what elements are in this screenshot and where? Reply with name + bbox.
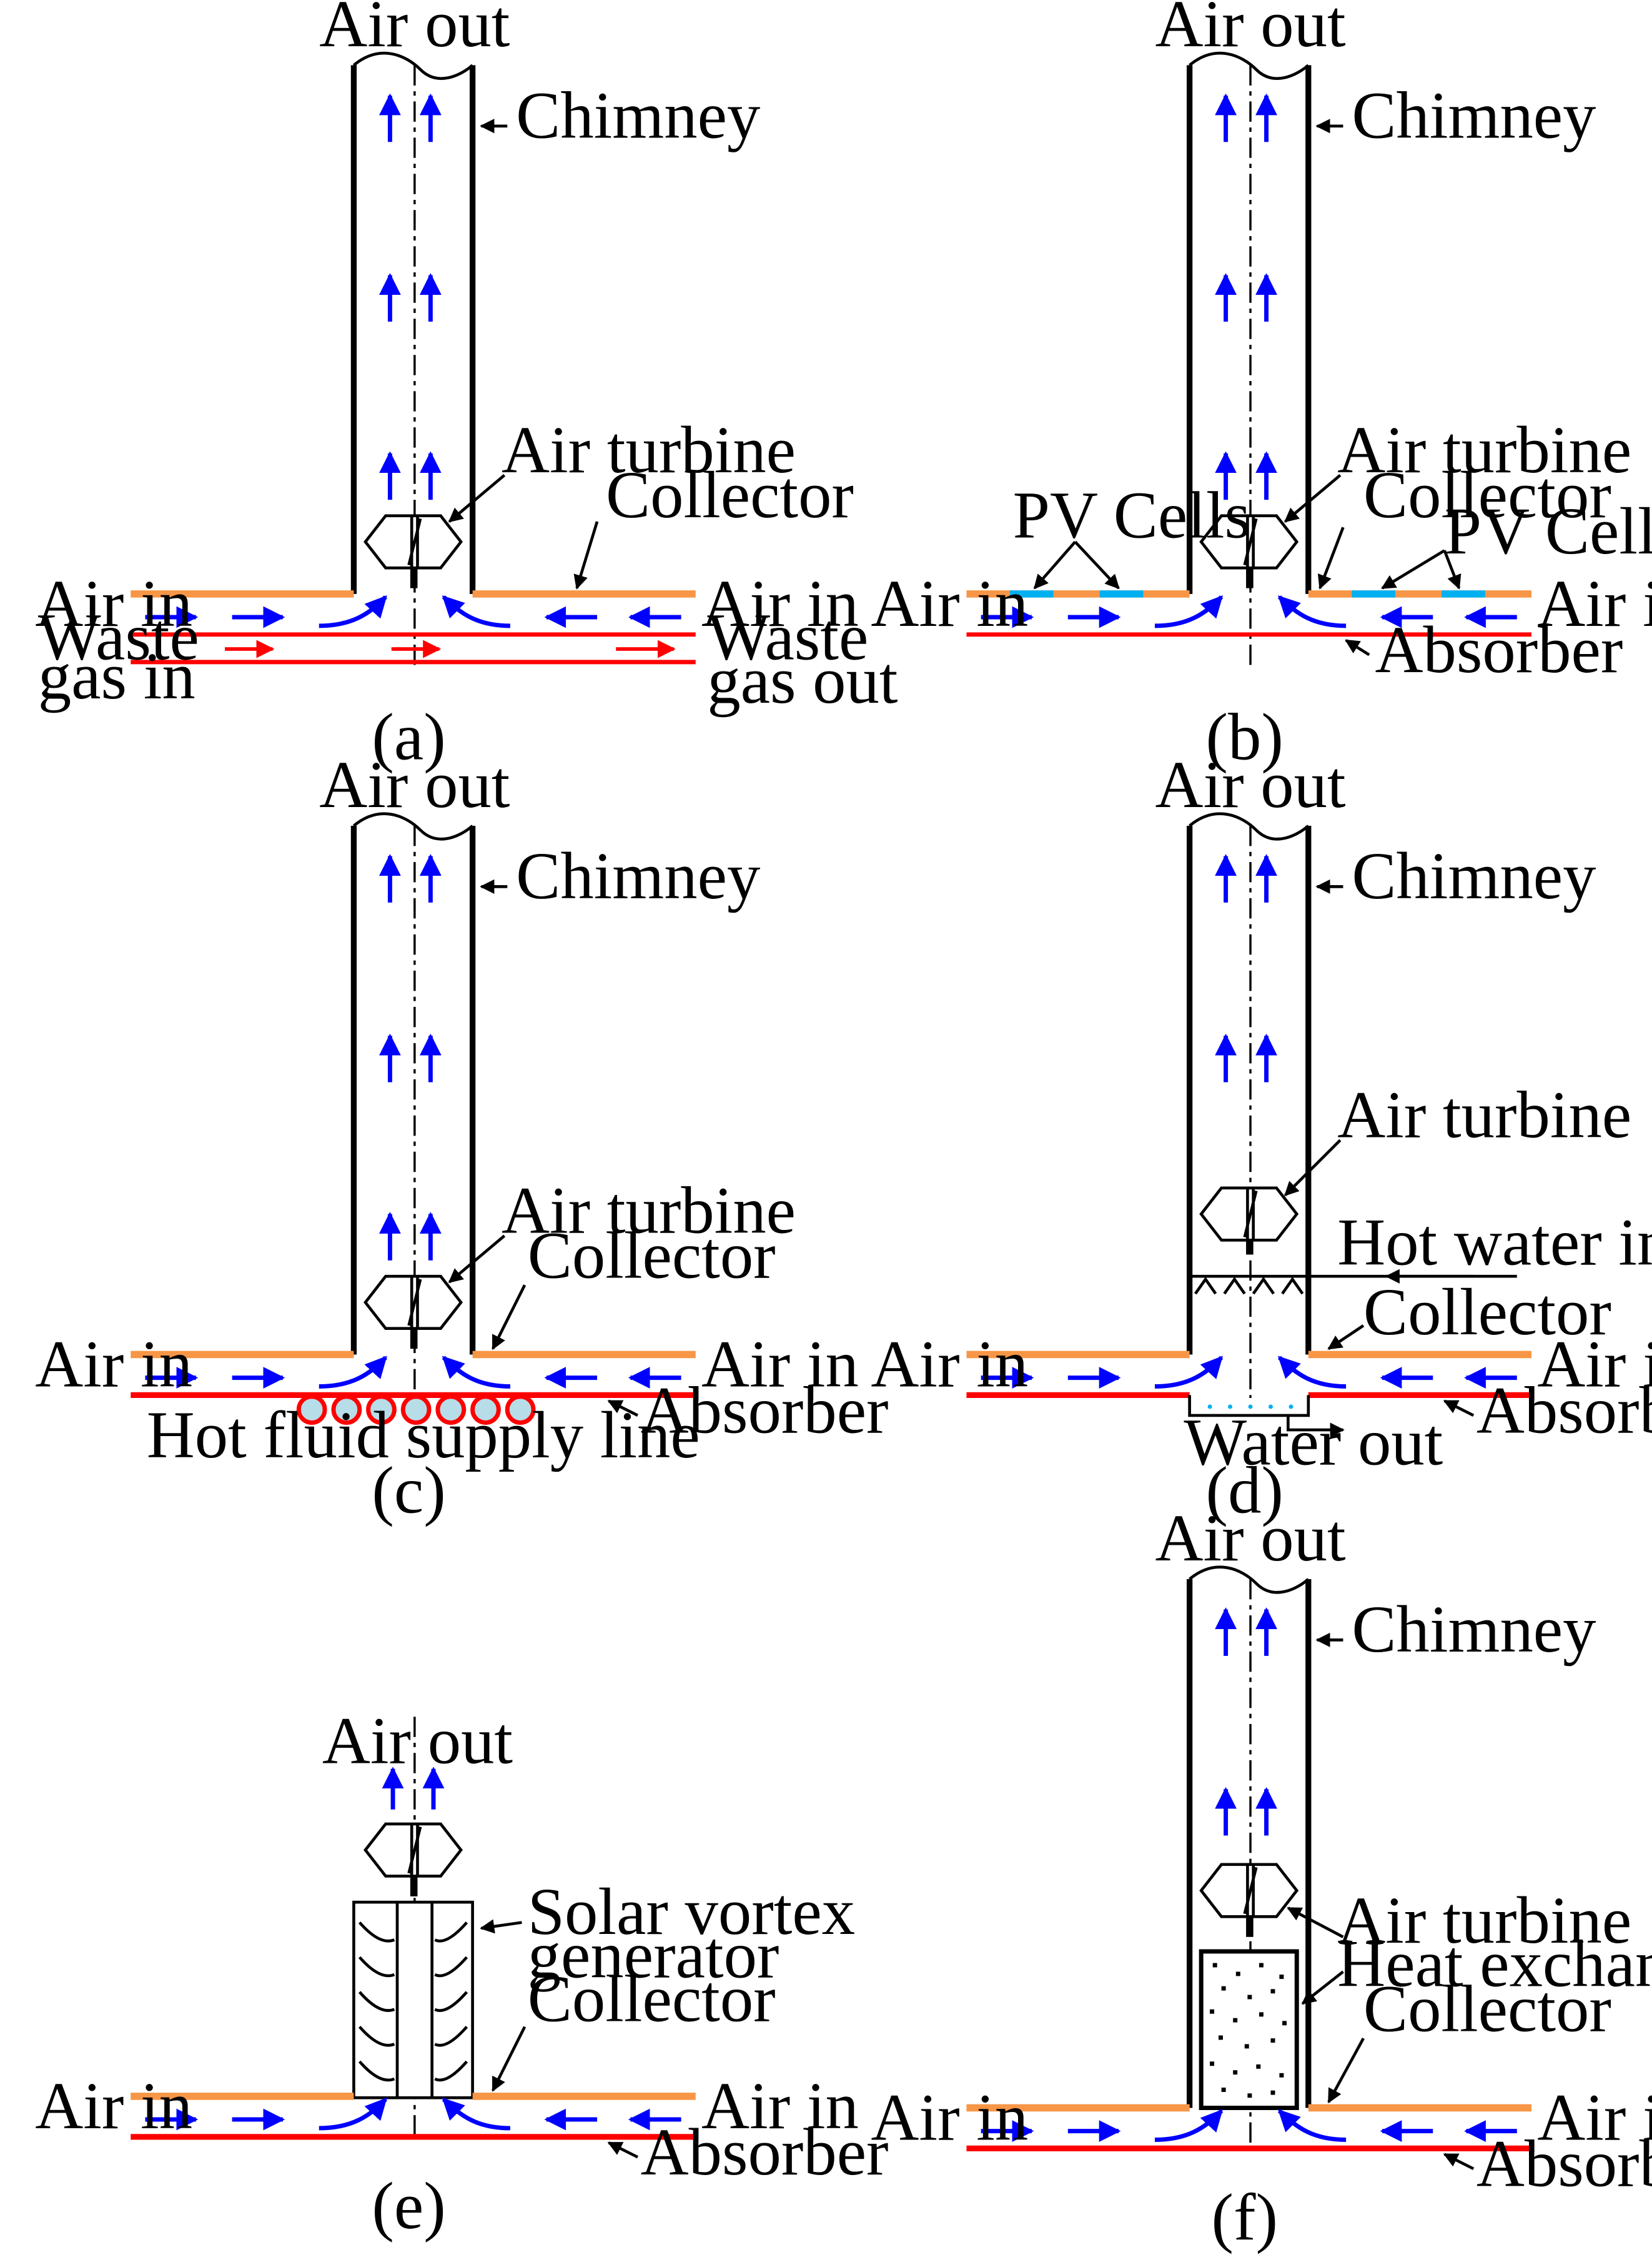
absorber-label: Absorber bbox=[1476, 1374, 1652, 1448]
air-in-right-label: Air in bbox=[701, 567, 859, 641]
panel-caption: (b) bbox=[1206, 700, 1284, 774]
panel-caption: (c) bbox=[372, 1454, 445, 1527]
air-in-left-label: Air in bbox=[871, 1328, 1028, 1402]
collector-label: Collector bbox=[528, 1962, 776, 2036]
absorber-label: Absorber bbox=[641, 2116, 889, 2189]
heat-exchanger-label: Heat exchanger bbox=[1337, 1928, 1652, 2001]
air-out-label: Air out bbox=[1155, 1502, 1346, 1575]
air-in-arrows bbox=[145, 1356, 681, 1389]
air-turbine-label: Air turbine bbox=[502, 414, 796, 487]
panel-b: Air out Chimney Air turbine Collector PV… bbox=[871, 0, 1652, 774]
air-in-left-label: Air in bbox=[871, 2081, 1028, 2155]
air-turbine bbox=[364, 1274, 463, 1349]
chimney bbox=[350, 51, 476, 670]
air-out-label: Air out bbox=[1155, 0, 1346, 61]
air-in-left-label: Air in bbox=[35, 1328, 192, 1402]
absorber-label: Absorber bbox=[641, 1374, 889, 1448]
panel-caption: (f) bbox=[1211, 2181, 1278, 2255]
chimney-label: Chimney bbox=[516, 840, 760, 913]
leaders bbox=[448, 119, 599, 590]
air-up-arrows bbox=[382, 1767, 445, 1810]
air-in-arrows bbox=[145, 2098, 681, 2131]
air-up-arrows bbox=[379, 854, 442, 1261]
leaders bbox=[1033, 119, 1462, 657]
hot-water-in-label: Hot water in bbox=[1337, 1206, 1652, 1280]
air-in-left-label: Air in bbox=[35, 567, 192, 641]
heat-exchanger bbox=[1199, 1949, 1299, 2110]
air-up-arrows bbox=[1215, 1607, 1277, 1836]
pv-cells-left-label: PV Cells bbox=[1013, 478, 1250, 552]
leaders bbox=[480, 1919, 639, 2159]
air-turbine-label: Air turbine bbox=[1337, 414, 1631, 487]
chimney bbox=[1186, 51, 1312, 670]
leaders bbox=[1284, 879, 1475, 1417]
air-up-arrows bbox=[1215, 854, 1277, 1083]
collector-label: Collector bbox=[1363, 1276, 1611, 1349]
chimney-label: Chimney bbox=[1352, 840, 1596, 913]
leaders bbox=[448, 879, 639, 1417]
air-in-right-label: Air in bbox=[1537, 1328, 1652, 1402]
air-turbine bbox=[1199, 1863, 1299, 1937]
air-turbine-label: Air turbine bbox=[1337, 1884, 1631, 1958]
panel-caption: (a) bbox=[372, 700, 445, 774]
collector-label: Collector bbox=[1363, 458, 1611, 532]
hot-fluid-tubes bbox=[296, 1394, 536, 1425]
air-turbine bbox=[1199, 1186, 1299, 1255]
air-in-arrows bbox=[981, 1356, 1517, 1389]
air-up-arrows bbox=[379, 93, 442, 500]
air-out-label: Air out bbox=[319, 748, 510, 822]
air-turbine bbox=[364, 514, 463, 588]
air-in-arrows bbox=[145, 595, 681, 628]
panel-caption: (e) bbox=[372, 2169, 445, 2243]
air-out-label: Air out bbox=[322, 1705, 513, 1778]
chimney-label: Chimney bbox=[1352, 1593, 1596, 1667]
panel-f: Air out Chimney Air turbine Heat exchang… bbox=[871, 1502, 1652, 2255]
chimney-label: Chimney bbox=[516, 79, 760, 152]
air-in-right-label: Air in bbox=[701, 2069, 859, 2143]
panel-c: Air out Chimney Air turbine Collector Ai… bbox=[35, 748, 888, 1527]
panel-caption: (d) bbox=[1206, 1454, 1284, 1527]
air-in-arrows bbox=[981, 595, 1517, 628]
air-up-arrows bbox=[1215, 93, 1277, 500]
air-in-right-label: Air in bbox=[701, 1328, 859, 1402]
chimney-label: Chimney bbox=[1352, 79, 1596, 152]
collector-label: Collector bbox=[606, 458, 854, 532]
air-out-label: Air out bbox=[1155, 748, 1346, 822]
air-in-arrows bbox=[981, 2109, 1517, 2142]
air-turbine-label: Air turbine bbox=[502, 1174, 796, 1248]
solar-vortex-generator bbox=[352, 1900, 474, 2099]
air-in-right-label: Air in bbox=[1537, 2081, 1652, 2155]
panel-a: Air out Chimney Air turbine Collector Ai… bbox=[35, 0, 898, 774]
panel-d: Air out Chimney Air turbine Hot water in… bbox=[871, 748, 1652, 1527]
collector-label: Collector bbox=[1363, 1973, 1611, 2046]
air-in-left-label: Air in bbox=[871, 567, 1028, 641]
water-out-label: Water out bbox=[1184, 1406, 1443, 1480]
collector-label: Collector bbox=[528, 1219, 776, 1293]
air-turbine bbox=[364, 1822, 463, 1896]
air-out-label: Air out bbox=[319, 0, 510, 61]
air-in-left-label: Air in bbox=[35, 2069, 192, 2143]
leaders bbox=[1287, 1632, 1475, 2170]
air-in-right-label: Air in bbox=[1537, 567, 1652, 641]
air-turbine-label: Air turbine bbox=[1337, 1079, 1631, 1152]
pv-cells-right-label: PV Cells bbox=[1445, 495, 1652, 568]
absorber-label: Absorber bbox=[1476, 2128, 1652, 2201]
water-basin bbox=[1188, 1395, 1345, 1437]
air-turbine bbox=[1199, 514, 1299, 588]
chimney bbox=[1186, 812, 1312, 1399]
hot-fluid-label: Hot fluid supply line bbox=[147, 1399, 700, 1472]
absorber-label: Absorber bbox=[1375, 613, 1623, 687]
